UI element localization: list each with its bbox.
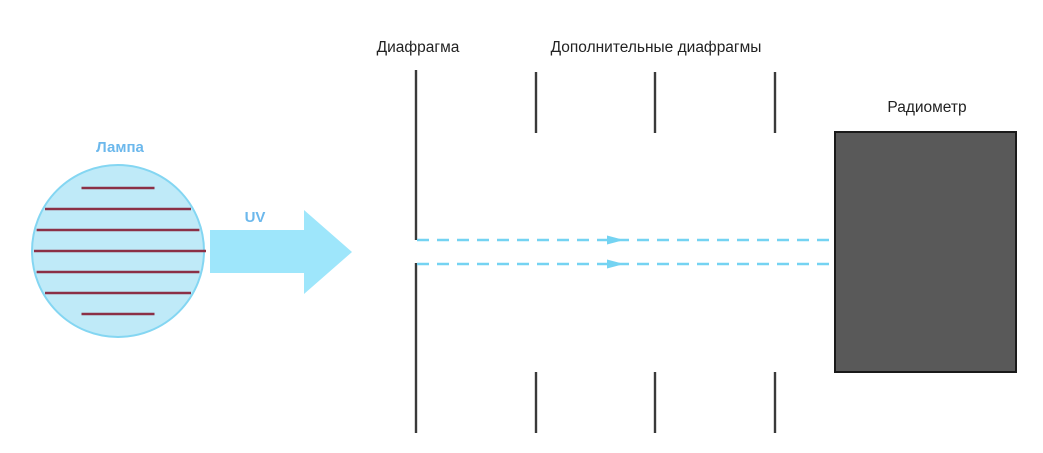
light-beam — [417, 235, 834, 245]
uv-arrow: UV — [210, 209, 352, 294]
main-diaphragm-label: Диафрагма — [377, 39, 460, 56]
additional-diaphragms-label: Дополнительные диафрагмы — [551, 39, 762, 56]
light-beams — [417, 235, 834, 269]
uv-label: UV — [245, 209, 266, 226]
light-beam-arrowhead — [607, 235, 624, 245]
main-diaphragm: Диафрагма — [377, 39, 460, 433]
lamp-label: Лампа — [96, 139, 144, 156]
light-beam — [417, 259, 834, 269]
additional-diaphragms: Дополнительные диафрагмы — [534, 39, 777, 433]
radiometer: Радиометр — [834, 99, 1017, 373]
radiometer-body — [834, 131, 1017, 373]
lamp-filament-lines — [34, 186, 206, 316]
radiometer-label: Радиометр — [887, 99, 966, 116]
lamp: Лампа — [31, 139, 206, 338]
uv-arrow-shape — [210, 210, 352, 294]
light-beam-arrowhead — [607, 259, 624, 269]
